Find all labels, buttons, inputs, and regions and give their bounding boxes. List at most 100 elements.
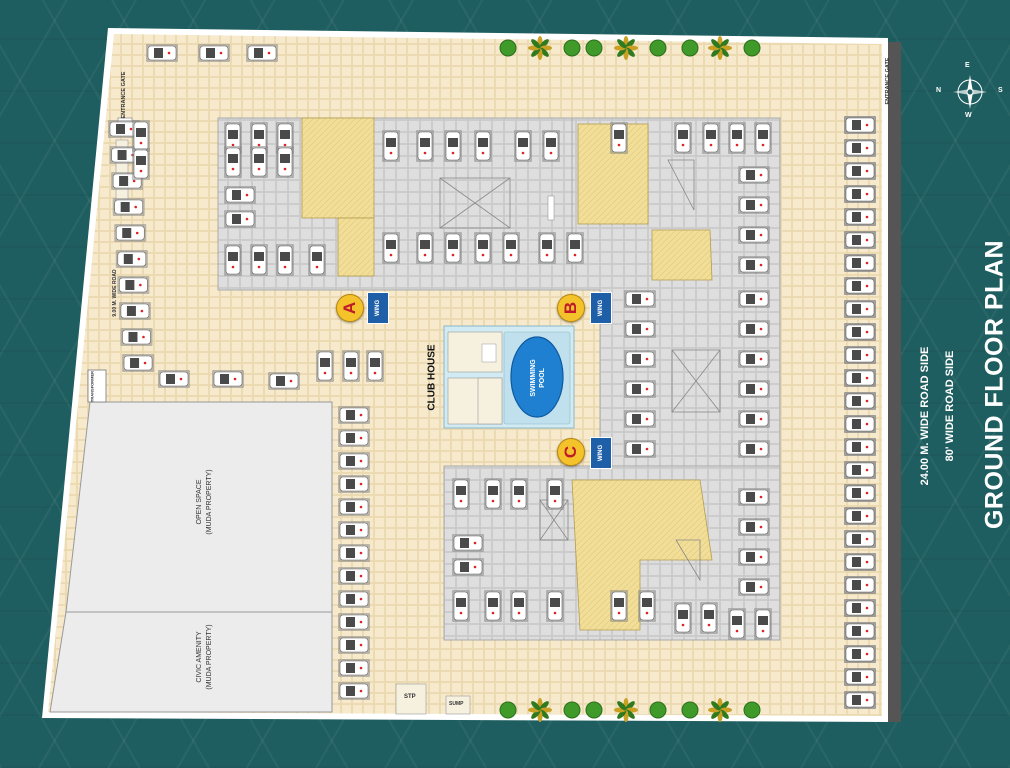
tree-icon bbox=[743, 39, 761, 57]
parked-car bbox=[132, 120, 150, 152]
parked-car bbox=[844, 254, 876, 272]
parked-car bbox=[452, 534, 484, 552]
parked-car bbox=[844, 576, 876, 594]
parked-car bbox=[844, 622, 876, 640]
parked-car bbox=[112, 198, 145, 216]
parked-car bbox=[738, 320, 770, 338]
tree-icon bbox=[585, 701, 603, 719]
parked-car bbox=[610, 122, 628, 154]
tree-icon bbox=[681, 701, 699, 719]
swimming-pool-label: SWIMMING POOL bbox=[530, 359, 546, 397]
parked-car bbox=[115, 250, 148, 268]
parked-car bbox=[700, 602, 718, 634]
parked-car bbox=[444, 130, 462, 162]
parked-car bbox=[542, 130, 560, 162]
parked-car bbox=[132, 148, 150, 180]
parked-car bbox=[738, 196, 770, 214]
parked-car bbox=[844, 162, 876, 180]
parked-car bbox=[674, 122, 692, 154]
transformer-box bbox=[87, 369, 107, 403]
parked-car bbox=[844, 323, 876, 341]
entrance-gate-west-label: ENTRANCE GATE bbox=[121, 71, 127, 119]
parked-car bbox=[117, 276, 150, 294]
landscape-layer bbox=[499, 36, 761, 722]
wing-b-marker: B bbox=[557, 294, 585, 322]
parked-car bbox=[624, 440, 656, 458]
parked-car bbox=[844, 277, 876, 295]
tree-icon bbox=[563, 701, 581, 719]
road-80ft-label: 80' WIDE ROAD SIDE bbox=[944, 350, 956, 462]
parked-car bbox=[224, 146, 242, 178]
parked-car bbox=[702, 122, 720, 154]
parked-car bbox=[276, 146, 294, 178]
parked-car bbox=[250, 244, 268, 276]
palm-tree-icon bbox=[614, 36, 638, 60]
parked-car bbox=[844, 553, 876, 571]
parked-car bbox=[844, 346, 876, 364]
parked-car bbox=[338, 636, 370, 654]
palm-tree-icon bbox=[614, 698, 638, 722]
parked-car bbox=[844, 415, 876, 433]
parked-car bbox=[308, 244, 326, 276]
parked-car bbox=[224, 186, 256, 204]
entrance-gate-east-label: ENTRANCE GATE bbox=[885, 57, 891, 105]
tree-icon bbox=[743, 701, 761, 719]
parked-car bbox=[338, 475, 370, 493]
civic-amenity-label: CIVIC AMENITY (MUDA PROPERTY) bbox=[196, 624, 213, 690]
parked-car bbox=[502, 232, 520, 264]
parked-car bbox=[844, 691, 876, 709]
parked-car bbox=[844, 668, 876, 686]
parked-car bbox=[158, 370, 190, 388]
parked-car bbox=[474, 130, 492, 162]
wing-a-marker: A bbox=[336, 294, 364, 322]
parked-car bbox=[738, 350, 770, 368]
parked-car bbox=[452, 478, 470, 510]
parked-car bbox=[638, 590, 656, 622]
parked-car bbox=[114, 224, 147, 242]
parked-car bbox=[844, 484, 876, 502]
compass-e-label: E bbox=[965, 62, 970, 69]
parked-car bbox=[444, 232, 462, 264]
parked-car bbox=[538, 232, 556, 264]
parked-car bbox=[738, 166, 770, 184]
compass-icon bbox=[953, 75, 987, 109]
parked-car bbox=[338, 590, 370, 608]
parked-car bbox=[510, 478, 528, 510]
tree-icon bbox=[681, 39, 699, 57]
parked-car bbox=[610, 590, 628, 622]
wing-a-tag: WING bbox=[367, 292, 389, 324]
stp-box bbox=[395, 683, 427, 715]
parked-car bbox=[366, 350, 384, 382]
parked-car bbox=[738, 290, 770, 308]
road-9m-label: 9.00 M. WIDE ROAD bbox=[112, 269, 118, 317]
club-house-building bbox=[443, 325, 575, 429]
parked-car bbox=[382, 130, 400, 162]
parked-car bbox=[844, 369, 876, 387]
parked-car bbox=[754, 608, 772, 640]
plan-title: GROUND FLOOR PLAN bbox=[980, 239, 1009, 530]
tree-icon bbox=[499, 701, 517, 719]
open-space-label: OPEN SPACE (MUDA PROPERTY) bbox=[196, 469, 213, 535]
parked-car bbox=[120, 328, 153, 346]
parked-car bbox=[316, 350, 334, 382]
palm-tree-icon bbox=[528, 36, 552, 60]
parked-car bbox=[338, 521, 370, 539]
club-house-label: CLUB HOUSE bbox=[426, 344, 438, 411]
tree-icon bbox=[649, 701, 667, 719]
parked-car bbox=[844, 208, 876, 226]
road-24m-label: 24.00 M. WIDE ROAD SIDE bbox=[919, 346, 931, 486]
sump-box bbox=[445, 695, 471, 715]
parked-car bbox=[844, 507, 876, 525]
parked-car bbox=[738, 440, 770, 458]
parked-car bbox=[198, 44, 230, 62]
east-road-strip bbox=[888, 42, 901, 722]
stp-label: STP bbox=[404, 694, 416, 700]
parked-car bbox=[624, 290, 656, 308]
parked-car bbox=[844, 438, 876, 456]
palm-tree-icon bbox=[708, 36, 732, 60]
parked-car bbox=[452, 590, 470, 622]
parked-car bbox=[382, 232, 400, 264]
parked-car bbox=[276, 244, 294, 276]
tree-icon bbox=[499, 39, 517, 57]
parked-car bbox=[738, 410, 770, 428]
